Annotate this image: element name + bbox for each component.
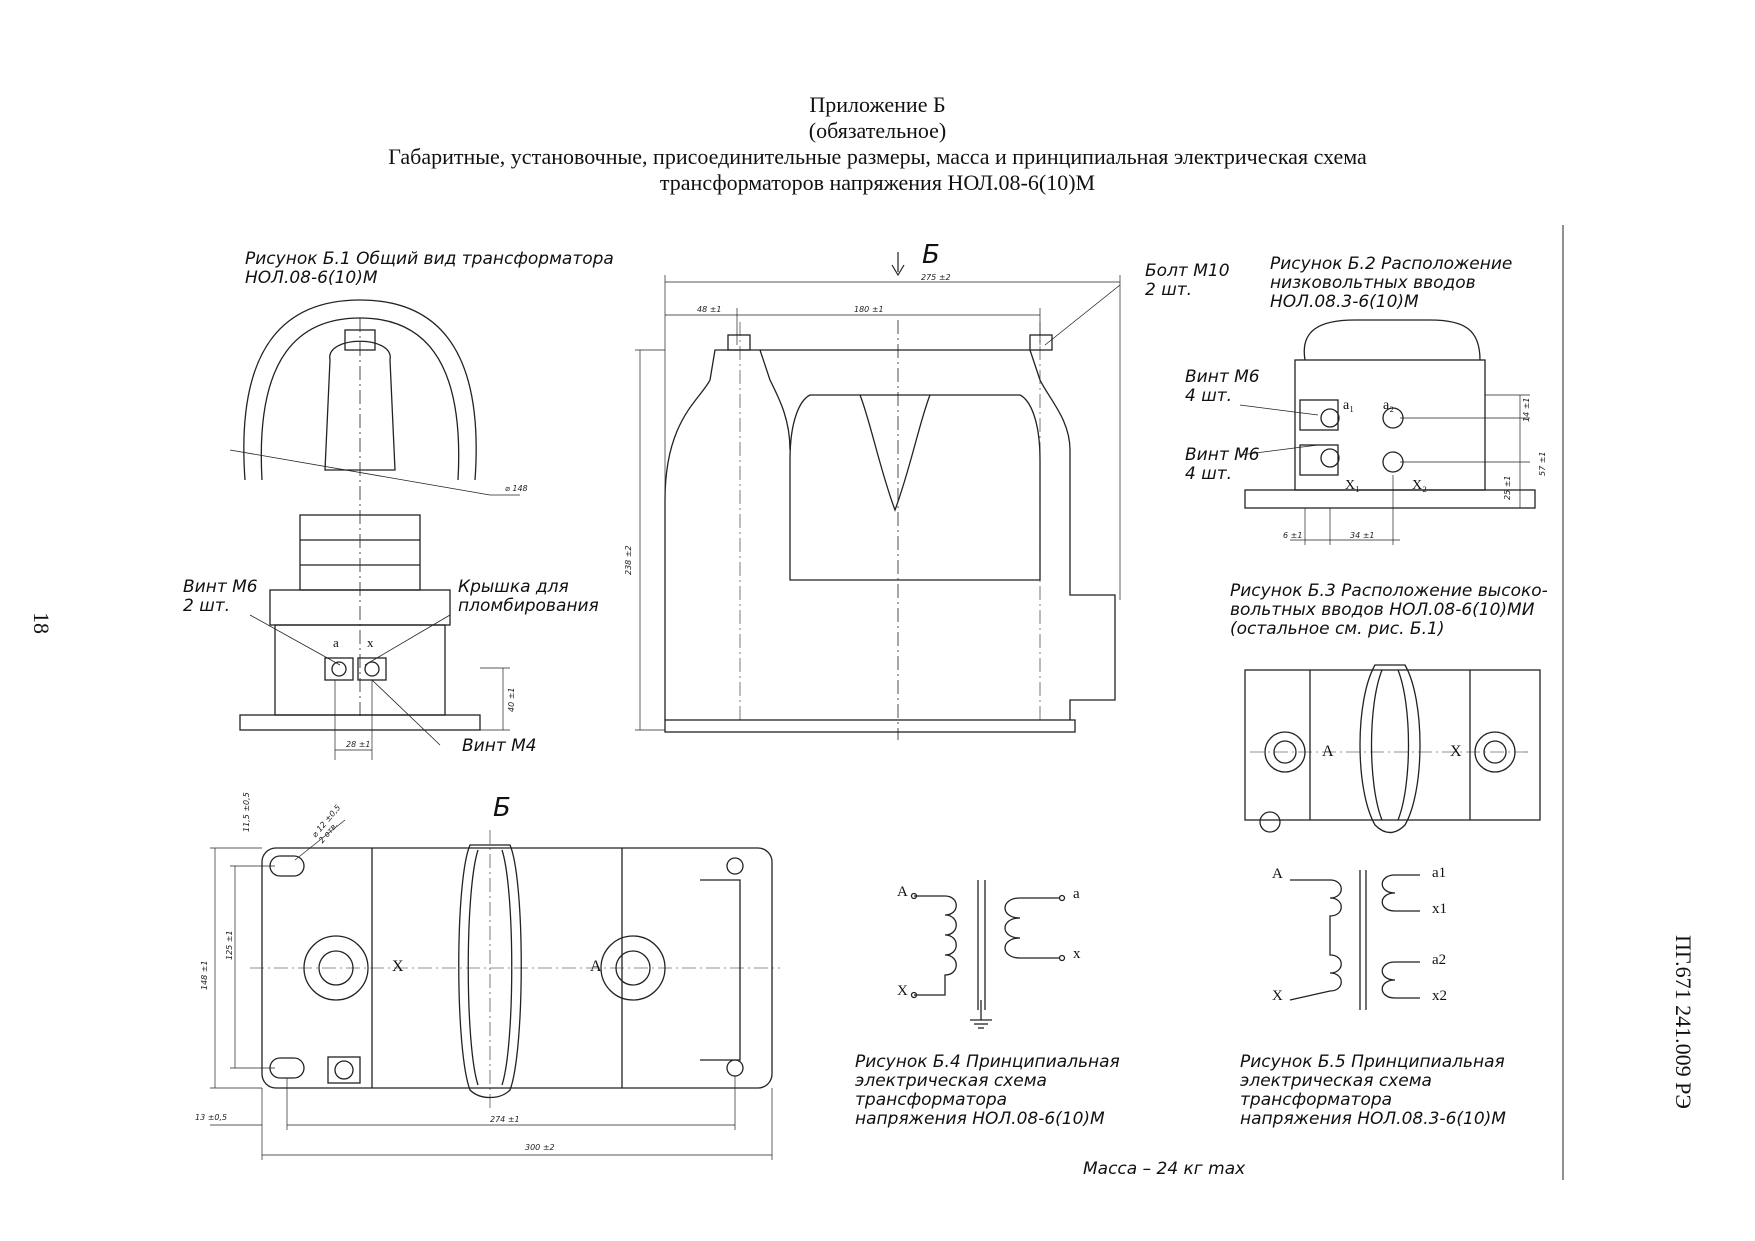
label-vint-m6-4b: Винт М6 4 шт. xyxy=(1185,445,1260,484)
terminal-a1: a₁ xyxy=(1343,398,1355,413)
dim-11-5: 11,5 ±0,5 xyxy=(242,792,251,832)
dim-14: 14 ±1 xyxy=(1522,397,1531,422)
sch5-x1: x1 xyxy=(1432,901,1447,917)
terminal-x: x xyxy=(367,635,374,650)
dim-125: 125 ±1 xyxy=(225,930,234,960)
dim-57: 57 ±1 xyxy=(1538,451,1547,476)
mass-label: Масса – 24 кг max xyxy=(1083,1159,1246,1179)
terminal-A-b3: A xyxy=(1322,743,1334,760)
figure-b1-caption: Рисунок Б.1 Общий вид трансформатора НОЛ… xyxy=(245,249,614,288)
sch5-X: X xyxy=(1272,988,1283,1004)
view-b-label-plan: Б xyxy=(493,793,511,823)
view-b-label-top: Б xyxy=(922,240,940,270)
label-bolt-m10: Болт М10 2 шт. xyxy=(1145,261,1230,300)
schematic-b4-drawing xyxy=(910,880,1066,1029)
figure-b3-caption: Рисунок Б.3 Расположение высоко- вольтны… xyxy=(1230,581,1548,639)
terminal-x1: X₁ xyxy=(1345,478,1360,493)
figure-b4-caption: Рисунок Б.4 Принципиальная электрическая… xyxy=(855,1052,1120,1129)
dim-25: 25 ±1 xyxy=(1503,475,1512,500)
dim-274: 274 ±1 xyxy=(490,1115,520,1124)
dim-13: 13 ±0,5 xyxy=(195,1113,228,1122)
terminal-A-plan: A xyxy=(590,958,602,975)
dim-180: 180 ±1 xyxy=(854,305,884,314)
dim-48: 48 ±1 xyxy=(697,305,722,314)
dim-275: 275 ±2 xyxy=(921,273,951,282)
label-vint-m6-2: Винт М6 2 шт. xyxy=(183,577,258,616)
appendix-title: Приложение Б xyxy=(809,92,946,117)
dim-148-diameter: ⌀ 148 xyxy=(505,484,528,493)
dim-300: 300 ±2 xyxy=(525,1143,555,1152)
appendix-description: Габаритные, установочные, присоединитель… xyxy=(388,144,1367,169)
schematic-b5-drawing xyxy=(1289,870,1420,1010)
label-vint-m6-4a: Винт М6 4 шт. xyxy=(1185,367,1260,406)
figure-b5-caption: Рисунок Б.5 Принципиальная электрическая… xyxy=(1240,1052,1506,1129)
sch4-X: X xyxy=(897,983,908,999)
sch4-a: a xyxy=(1073,886,1080,902)
dim-238: 238 ±2 xyxy=(624,545,633,575)
terminal-X-plan: X xyxy=(392,958,404,975)
dim-148: 148 ±1 xyxy=(200,960,209,990)
figure-b3-drawing xyxy=(1244,664,1541,834)
dim-40: 40 ±1 xyxy=(507,687,516,712)
figure-b1-drawing xyxy=(229,299,520,760)
label-vint-m4: Винт М4 xyxy=(462,736,537,756)
sch4-x: x xyxy=(1073,946,1081,962)
sch5-a2: a2 xyxy=(1432,952,1447,968)
terminal-x2: X₂ xyxy=(1412,478,1427,493)
figure-b2-caption: Рисунок Б.2 Расположение низковольтных в… xyxy=(1270,254,1513,312)
figure-b2-drawing xyxy=(1239,319,1536,545)
side-view-drawing xyxy=(635,252,1121,740)
appendix-subject: трансформаторов напряжения НОЛ.08-6(10)М xyxy=(659,170,1096,195)
terminal-a2: a₂ xyxy=(1383,398,1395,413)
plan-view-drawing xyxy=(210,819,780,1160)
label-seal-cover: Крышка для пломбирования xyxy=(458,577,599,616)
sch5-a1: a1 xyxy=(1432,865,1447,881)
sch4-A: A xyxy=(897,884,908,900)
dim-6: 6 ±1 xyxy=(1283,531,1303,540)
dim-34: 34 ±1 xyxy=(1350,531,1375,540)
dim-28: 28 ±1 xyxy=(346,740,371,749)
terminal-a: a xyxy=(333,635,339,650)
terminal-X-b3: X xyxy=(1450,743,1462,760)
sch5-A: A xyxy=(1272,866,1283,882)
appendix-status: (обязательное) xyxy=(808,118,947,143)
sch5-x2: x2 xyxy=(1432,988,1447,1004)
